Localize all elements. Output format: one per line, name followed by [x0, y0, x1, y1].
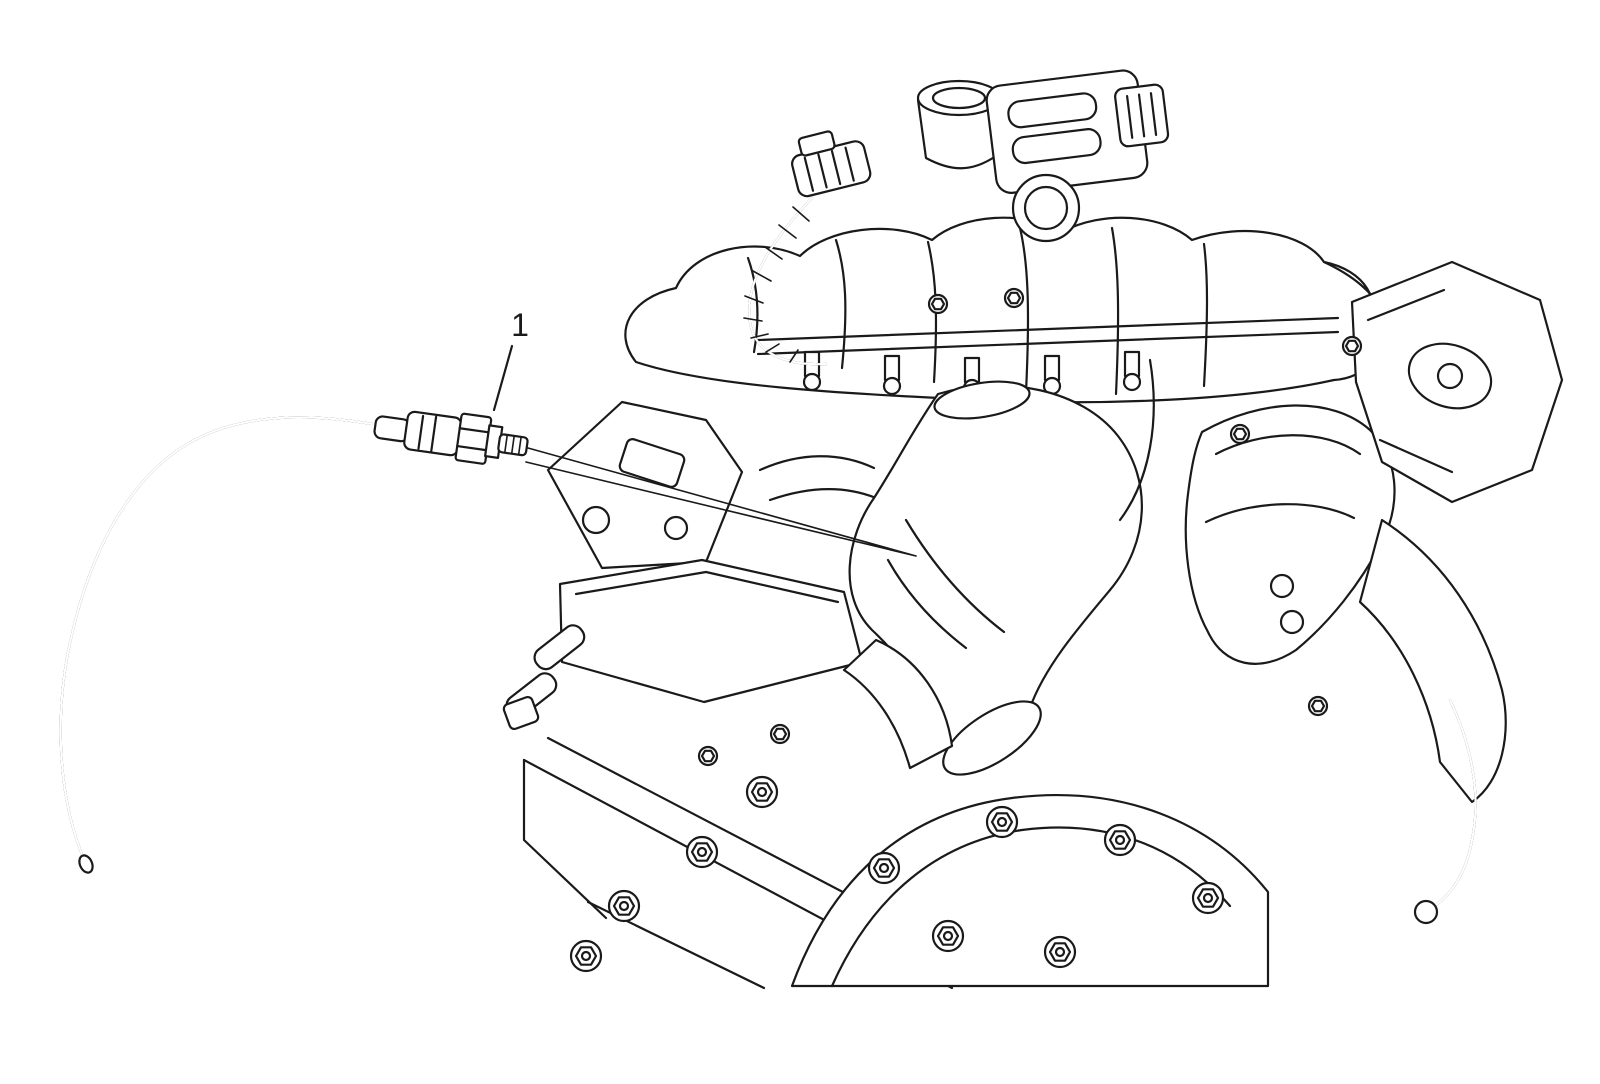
head-bolt	[985, 805, 1019, 839]
left-exhaust-pipe	[842, 638, 954, 770]
small-bolt	[769, 723, 791, 745]
callout-1: 1	[492, 307, 529, 412]
rail-nut	[1003, 287, 1025, 309]
fuel-injector	[1042, 354, 1062, 396]
head-bolt	[745, 775, 779, 809]
head-bolt	[931, 919, 965, 953]
head-bolt	[1103, 823, 1137, 857]
heat-shield	[1184, 404, 1396, 665]
coolant-hose	[1413, 698, 1477, 925]
cover-bolt	[1341, 335, 1363, 357]
throttle-bore	[1011, 173, 1081, 243]
harness-connector	[791, 130, 872, 198]
convoluted-conduit	[743, 196, 828, 366]
throttle-body	[985, 69, 1170, 194]
head-bolt	[569, 939, 603, 973]
fuel-injector	[1122, 350, 1142, 392]
intake-manifold	[624, 216, 1386, 404]
callout-1-leader	[492, 344, 514, 412]
left-cylinder-head	[502, 400, 878, 731]
head-bolt	[1043, 935, 1077, 969]
head-bolt	[685, 835, 719, 869]
small-bolt	[1229, 423, 1251, 445]
fuel-rail	[756, 287, 1340, 398]
head-bolt	[1191, 881, 1225, 915]
cable-end	[78, 854, 94, 874]
bell-housing-arch	[790, 794, 1270, 988]
oxygen-sensor	[373, 410, 529, 465]
right-valve-cover	[1341, 260, 1564, 504]
engine-assembly	[502, 69, 1564, 990]
rail-nut	[927, 293, 949, 315]
right-lower-arm	[1358, 518, 1507, 804]
head-bolt	[867, 851, 901, 885]
head-bolt	[607, 889, 641, 923]
sensor-cable	[59, 416, 374, 874]
install-pointer-line	[525, 447, 917, 557]
small-bolt	[697, 745, 719, 767]
callout-1-label: 1	[511, 307, 529, 343]
intake-duct	[848, 380, 1143, 776]
fuel-injector	[802, 350, 822, 392]
fuel-injector	[882, 354, 902, 396]
small-bolt	[1307, 695, 1329, 717]
